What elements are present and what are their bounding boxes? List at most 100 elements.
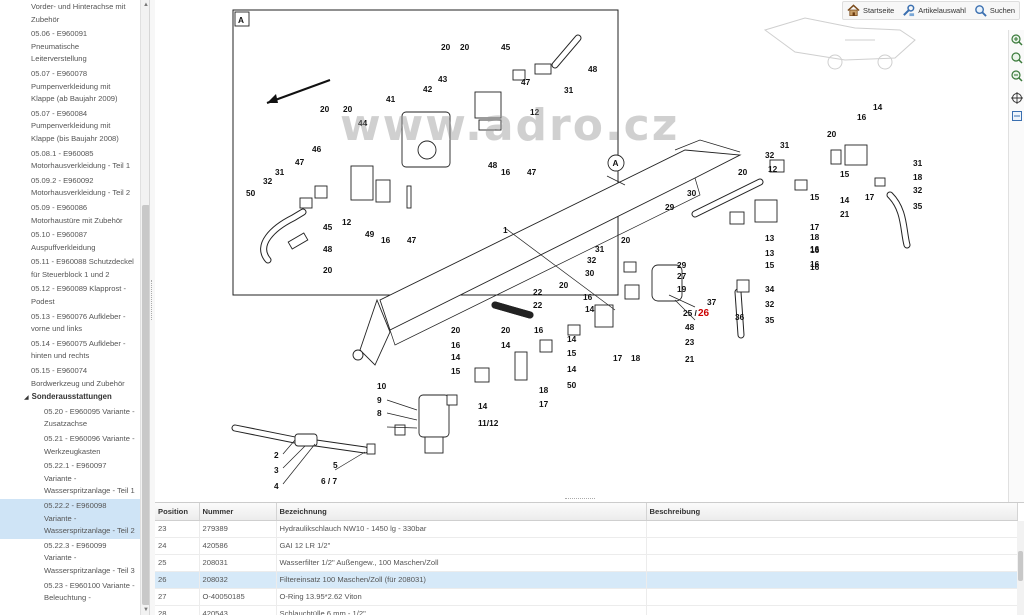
part-label: 47 [521, 77, 531, 87]
search-button[interactable]: Suchen [974, 4, 1015, 17]
scroll-down-arrow-icon[interactable]: ▼ [143, 607, 149, 613]
tree-item[interactable]: 05.20 - E960095 Variante - Zusatzachse [44, 406, 135, 429]
sidebar-scrollbar[interactable]: ▲ ▼ [140, 0, 149, 615]
part-label: 22 [533, 287, 543, 297]
column-header-designation[interactable]: Bezeichnung [276, 503, 647, 521]
part-label: 17 [613, 353, 623, 363]
callout-line [606, 175, 626, 186]
part-label: 19 [677, 284, 687, 294]
tree-item[interactable]: 05.07 - E960078 Pumpenverkleidung mit Kl… [31, 68, 118, 104]
column-header-position[interactable]: Position [155, 503, 200, 521]
part-label: 48 [323, 244, 333, 254]
crosshair-icon[interactable] [1011, 92, 1023, 104]
table-cell-pos: 23 [155, 520, 200, 538]
zoom-in-icon[interactable] [1011, 34, 1023, 46]
part-label: 32 [587, 255, 597, 265]
exploded-view-drawing[interactable]: A [155, 0, 1008, 502]
scroll-up-arrow-icon[interactable]: ▲ [143, 2, 149, 8]
detail-view-a: A [232, 9, 619, 296]
table-cell-extra [646, 520, 1018, 538]
part-label: 16 [381, 235, 391, 245]
column-header-number[interactable]: Nummer [199, 503, 277, 521]
part-label: 6 / 7 [321, 476, 338, 486]
tree-item[interactable]: 05.21 - E960096 Variante - Werkzeugkaste… [44, 434, 135, 456]
tree-item[interactable]: 05.09 - E960086 Motorhaustüre mit Zubehö… [31, 202, 123, 225]
tree-item[interactable]: 05.14 - E960075 Aufkleber - hinten und r… [31, 338, 126, 361]
part-label: 31 [913, 158, 923, 168]
part-label: 18 [631, 353, 641, 363]
part-label: 3 [274, 465, 279, 475]
table-scroll-thumb[interactable] [1018, 551, 1023, 581]
part-label: 14 [840, 195, 850, 205]
tree-item[interactable]: 05.13 - E960076 Aufkleber - vorne und li… [31, 311, 126, 334]
table-cell-desc: O-Ring 13.95*2.62 Viton [276, 588, 647, 606]
zoom-region-icon[interactable] [1011, 52, 1023, 64]
part-label: 22 [533, 300, 543, 310]
navigation-tree: Vorder- und Hinterachse mit Zubehör 05.06… [0, 0, 140, 606]
machine-silhouette-icon [763, 17, 916, 70]
part-label: 15 [840, 169, 850, 179]
part-label: 20 [559, 280, 569, 290]
tree-item[interactable]: 05.15 - E960074 Bordwerkzeug und Zubehör [31, 366, 125, 388]
tree-item[interactable]: 05.22.1 - E960097 Variante - Wassersprit… [44, 461, 135, 496]
tree-item[interactable]: 05.06 - E960091 Pneumatische Leiterverst… [31, 29, 88, 64]
part-label: 25 / [683, 308, 698, 318]
tree-item[interactable]: 05.07 - E960084 Pumpenverkleidung mit Kl… [31, 108, 119, 143]
tree-item[interactable]: 05.12 - E960089 Klapprost - Podest [31, 284, 126, 307]
article-selection-button[interactable]: Artikelauswahl [902, 4, 966, 17]
part-label: 30 [687, 188, 697, 198]
parts-table-panel: Position Nummer Bezeichnung Beschreibung… [155, 502, 1024, 615]
part-label: 14 [451, 352, 461, 362]
part-label: 32 [913, 185, 923, 195]
part-label: 4 [274, 481, 279, 491]
table-scrollbar[interactable] [1017, 521, 1024, 615]
tree-group-special-equipment[interactable]: ◢Sonderausstattungen [0, 391, 140, 405]
tree-item[interactable]: 05.23 - E960100 Variante - Beleuchtung - [44, 580, 135, 603]
part-label: 48 [685, 322, 695, 332]
tree-item-selected[interactable]: 05.22.2 - E960098 Variante - Wassersprit… [0, 498, 140, 539]
tree-item[interactable]: 05.09.2 - E960092 Motorhausverkleidung -… [31, 175, 131, 198]
highlighted-part-label[interactable]: 26 [698, 308, 710, 319]
house-icon [847, 4, 860, 16]
parts-diagram[interactable]: A [155, 0, 1008, 502]
tree-item[interactable]: 05.22.3 - E960099 Variante - Wassersprit… [44, 540, 135, 575]
table-cell-extra [646, 554, 1018, 572]
zoom-out-icon[interactable] [1011, 70, 1023, 82]
home-button[interactable]: Startseite [847, 4, 894, 17]
tree-item[interactable]: Vorder- und Hinterachse mit Zubehör [31, 2, 126, 24]
part-label: 15 [567, 348, 577, 358]
column-header-description[interactable]: Beschreibung [646, 503, 1018, 521]
tree-group-label: Sonderausstattungen [31, 392, 112, 402]
sidebar-scroll-thumb[interactable] [142, 205, 149, 605]
vertical-splitter[interactable] [150, 0, 155, 615]
horizontal-splitter[interactable] [155, 496, 1008, 502]
splitter-grip[interactable] [151, 280, 154, 320]
search-icon [975, 5, 987, 17]
tree-item[interactable]: 05.08.1 - E960085 Motorhausverkleidung -… [31, 148, 131, 171]
table-cell-extra [646, 537, 1018, 555]
tree-item[interactable]: 05.10 - E960087 Auspuffverkleidung [31, 230, 96, 252]
parts-table: Position Nummer Bezeichnung Beschreibung… [155, 503, 1018, 615]
fit-view-icon[interactable] [1011, 110, 1023, 122]
table-cell-num: O-40050185 [199, 588, 277, 606]
part-label: 15 [765, 260, 775, 270]
collapse-arrow-icon[interactable]: ◢ [24, 395, 29, 402]
part-labels: 20 20 45 48 43 47 31 42 41 12 20 20 44 4… [246, 42, 923, 491]
tree-item[interactable]: 05.11 - E960088 Schutzdeckel für Steuerb… [31, 257, 134, 279]
part-label: 16 [810, 262, 820, 272]
part-label: 23 [685, 337, 695, 347]
part-label: 13 [765, 248, 775, 258]
part-label: 47 [407, 235, 417, 245]
part-label: 31 [564, 85, 574, 95]
splitter-grip[interactable] [565, 498, 595, 500]
part-label: 20 [827, 129, 837, 139]
part-label: 14 [567, 334, 577, 344]
part-label: 8 [377, 408, 382, 418]
